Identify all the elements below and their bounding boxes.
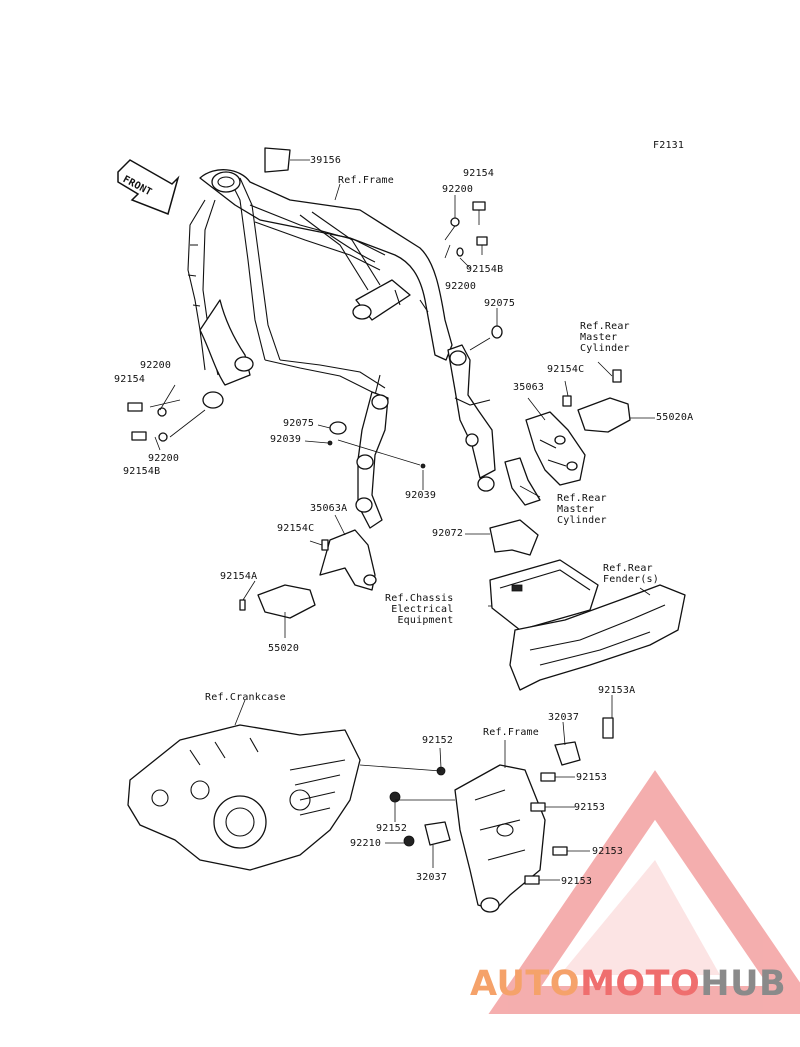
ref-frame-top: Ref.Frame — [338, 175, 394, 186]
watermark-logo: AUTOMOTOHUB — [470, 964, 786, 1004]
part-92153-1: 92153 — [576, 772, 608, 783]
heel-guard-left — [257, 584, 316, 619]
part-35063: 35063 — [513, 382, 545, 393]
engine-mount-bracket — [424, 741, 581, 913]
part-92152-top: 92152 — [422, 735, 454, 746]
part-92154C-left: 92154C — [277, 523, 315, 534]
part-55020A: 55020A — [656, 412, 694, 423]
part-32037-top: 32037 — [548, 712, 580, 723]
ref-rear-master-cylinder-bottom: Ref.Rear Master Cylinder — [557, 493, 607, 526]
part-35063A: 35063A — [310, 503, 348, 514]
rear-fender — [509, 584, 686, 691]
part-55020: 55020 — [268, 643, 300, 654]
part-92154B-left: 92154B — [123, 466, 161, 477]
part-92154-top: 92154 — [463, 168, 495, 179]
heel-guard-right — [577, 397, 631, 433]
part-92039-left: 92039 — [270, 434, 302, 445]
right-peg-bracket — [447, 344, 496, 492]
ref-frame-bottom: Ref.Frame — [483, 727, 539, 738]
part-92200-left2: 92200 — [148, 453, 180, 464]
part-92153-2: 92153 — [574, 802, 606, 813]
part-92153A: 92153A — [598, 685, 636, 696]
part-92154B-top: 92154B — [466, 264, 504, 275]
ref-crankcase: Ref.Crankcase — [205, 692, 286, 703]
part-92154C-right: 92154C — [547, 364, 585, 375]
battery-holder — [489, 519, 599, 631]
part-92153-3: 92153 — [592, 846, 624, 857]
part-92075-right: 92075 — [484, 298, 516, 309]
watermark-auto: AUTO — [470, 964, 581, 1004]
part-92153-4: 92153 — [561, 876, 593, 887]
left-peg-bracket — [319, 391, 389, 591]
label-sticker — [264, 147, 291, 173]
part-92154-left: 92154 — [114, 374, 146, 385]
part-92200-top1: 92200 — [442, 184, 474, 195]
front-arrow-icon — [117, 159, 180, 215]
part-92075-mid: 92075 — [283, 418, 315, 429]
part-32037-bottom: 32037 — [416, 872, 448, 883]
part-39156: 39156 — [310, 155, 342, 166]
part-92039-mid: 92039 — [405, 490, 437, 501]
ref-chassis-electrical: Ref.Chassis Electrical Equipment — [385, 593, 454, 626]
watermark-moto: MOTO — [580, 964, 701, 1004]
ref-rear-master-cylinder-top: Ref.Rear Master Cylinder — [580, 321, 630, 354]
figure-code: F2131 — [653, 140, 685, 151]
watermark-hub: HUB — [700, 964, 787, 1004]
part-92072: 92072 — [432, 528, 464, 539]
rear-master-cylinder-bracket — [504, 411, 586, 506]
crankcase — [127, 724, 361, 871]
watermark-triangle — [488, 770, 800, 1014]
part-92152-bottom: 92152 — [376, 823, 408, 834]
main-frame — [187, 169, 453, 409]
part-92154A: 92154A — [220, 571, 258, 582]
part-92210: 92210 — [350, 838, 382, 849]
ref-rear-fender: Ref.Rear Fender(s) — [603, 563, 659, 585]
part-92200-left1: 92200 — [140, 360, 172, 371]
leader-lines — [149, 159, 655, 881]
part-92200-top2: 92200 — [445, 281, 477, 292]
